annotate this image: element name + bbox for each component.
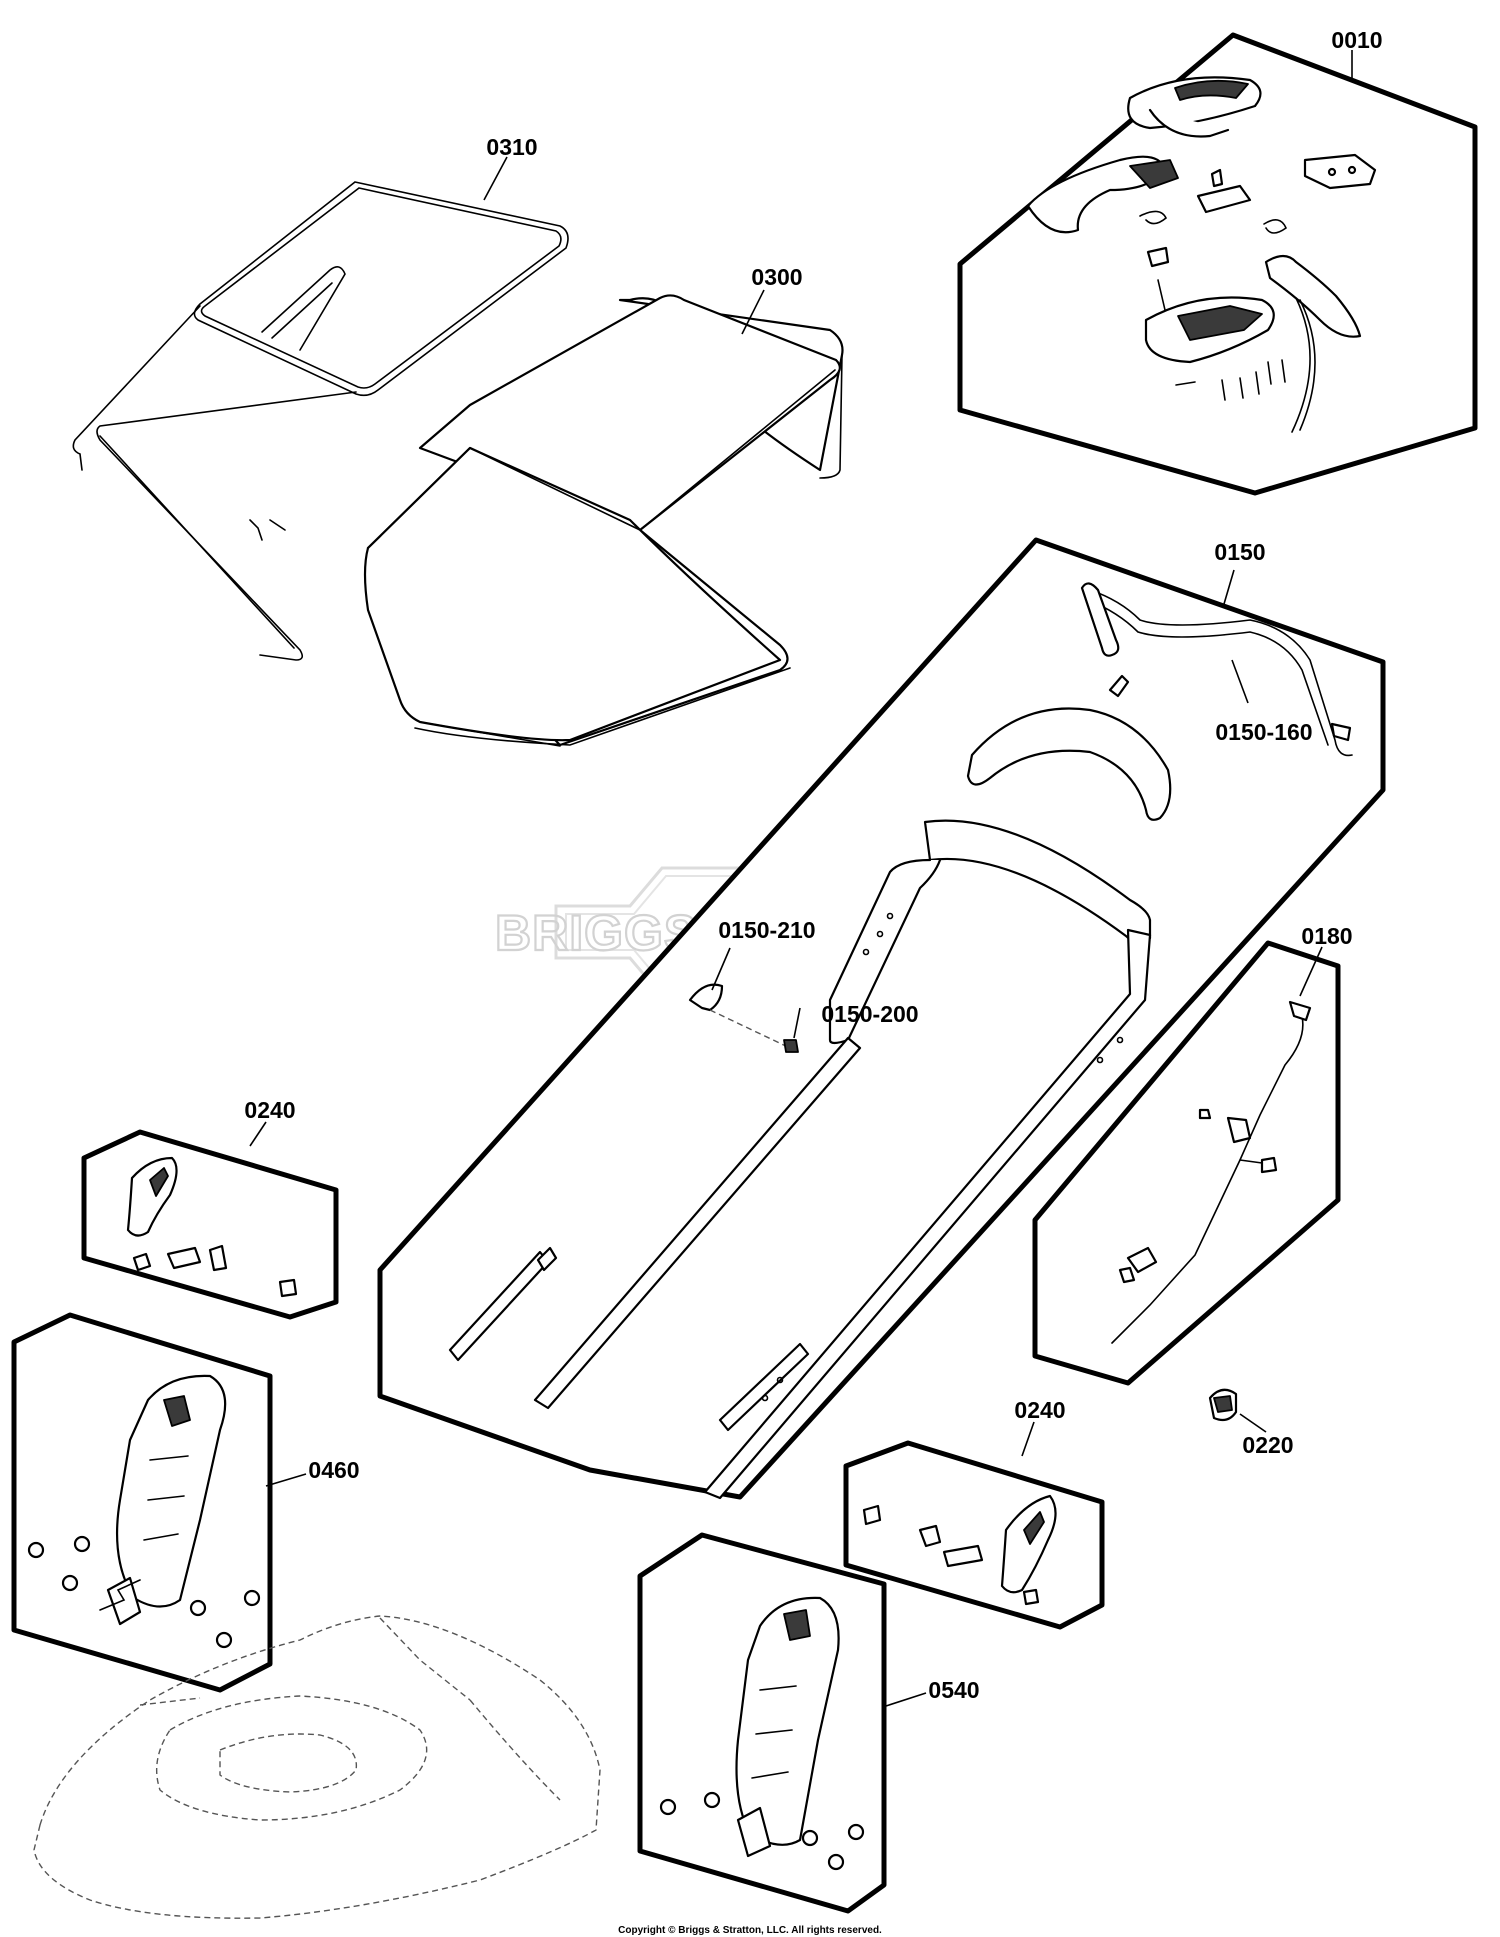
label-0150-210: 0150-210 (718, 917, 815, 943)
screw-set-0010 (1175, 359, 1286, 401)
label-0150-160: 0150-160 (1215, 719, 1312, 745)
mower-deck-outline (33, 1615, 601, 1919)
part-0220-clip (1208, 1388, 1238, 1422)
label-0300: 0300 (751, 264, 802, 290)
label-0310: 0310 (486, 134, 537, 160)
label-0180: 0180 (1301, 923, 1352, 949)
label-0540: 0540 (928, 1677, 979, 1703)
part-0310-bag-frame (72, 181, 569, 661)
copyright-notice: Copyright © Briggs & Stratton, LLC. All … (618, 1925, 882, 1936)
label-0150: 0150 (1214, 539, 1265, 565)
part-0180-cable-box (1032, 940, 1341, 1386)
part-labels: 0010 0310 0300 0150 0150-160 0150-210 01… (244, 27, 1382, 1703)
part-0240-right-box (843, 1440, 1105, 1630)
part-0150-handle-box (377, 537, 1386, 1500)
label-0150-200: 0150-200 (821, 1001, 918, 1027)
label-0220: 0220 (1242, 1432, 1293, 1458)
label-0240-right: 0240 (1014, 1397, 1065, 1423)
part-0240-left-box (81, 1129, 339, 1320)
label-0460: 0460 (308, 1457, 359, 1483)
part-0540-box (637, 1532, 887, 1914)
label-0240-left: 0240 (244, 1097, 295, 1123)
part-0300-grass-bag (363, 294, 844, 747)
leader-lines (249, 50, 1353, 1707)
label-0010: 0010 (1331, 27, 1382, 53)
part-0010-control-box (957, 32, 1478, 496)
part-0460-box (11, 1312, 273, 1693)
